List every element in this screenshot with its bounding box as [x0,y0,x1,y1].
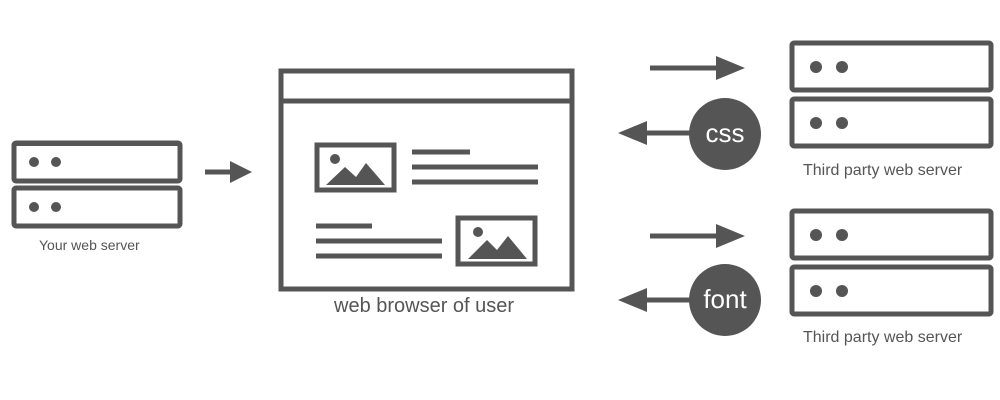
own-server-icon [11,140,183,229]
own-server-label: Your web server [39,237,140,253]
css-badge-label: css [705,118,745,148]
arrow-right-icon [205,161,252,183]
css-badge [689,98,761,170]
arrow-left-icon [618,288,690,312]
arrow-right-icon [650,224,745,248]
arrow-right-icon [650,56,745,80]
image-placeholder-icon [314,142,397,193]
third-party-server-top-icon [789,40,994,149]
third-party-server-bottom-icon [789,208,994,317]
browser-window-icon [278,68,575,292]
third-party-server-bottom-label: Third party web server [803,329,963,346]
text-lines-icon [316,223,442,259]
font-badge-label: font [703,284,747,314]
font-badge [689,264,761,336]
third-party-server-top-label: Third party web server [803,162,963,179]
arrow-left-icon [618,121,690,145]
text-lines-icon [412,149,538,185]
browser-label: web browser of user [334,295,515,317]
image-placeholder-icon [455,215,538,267]
